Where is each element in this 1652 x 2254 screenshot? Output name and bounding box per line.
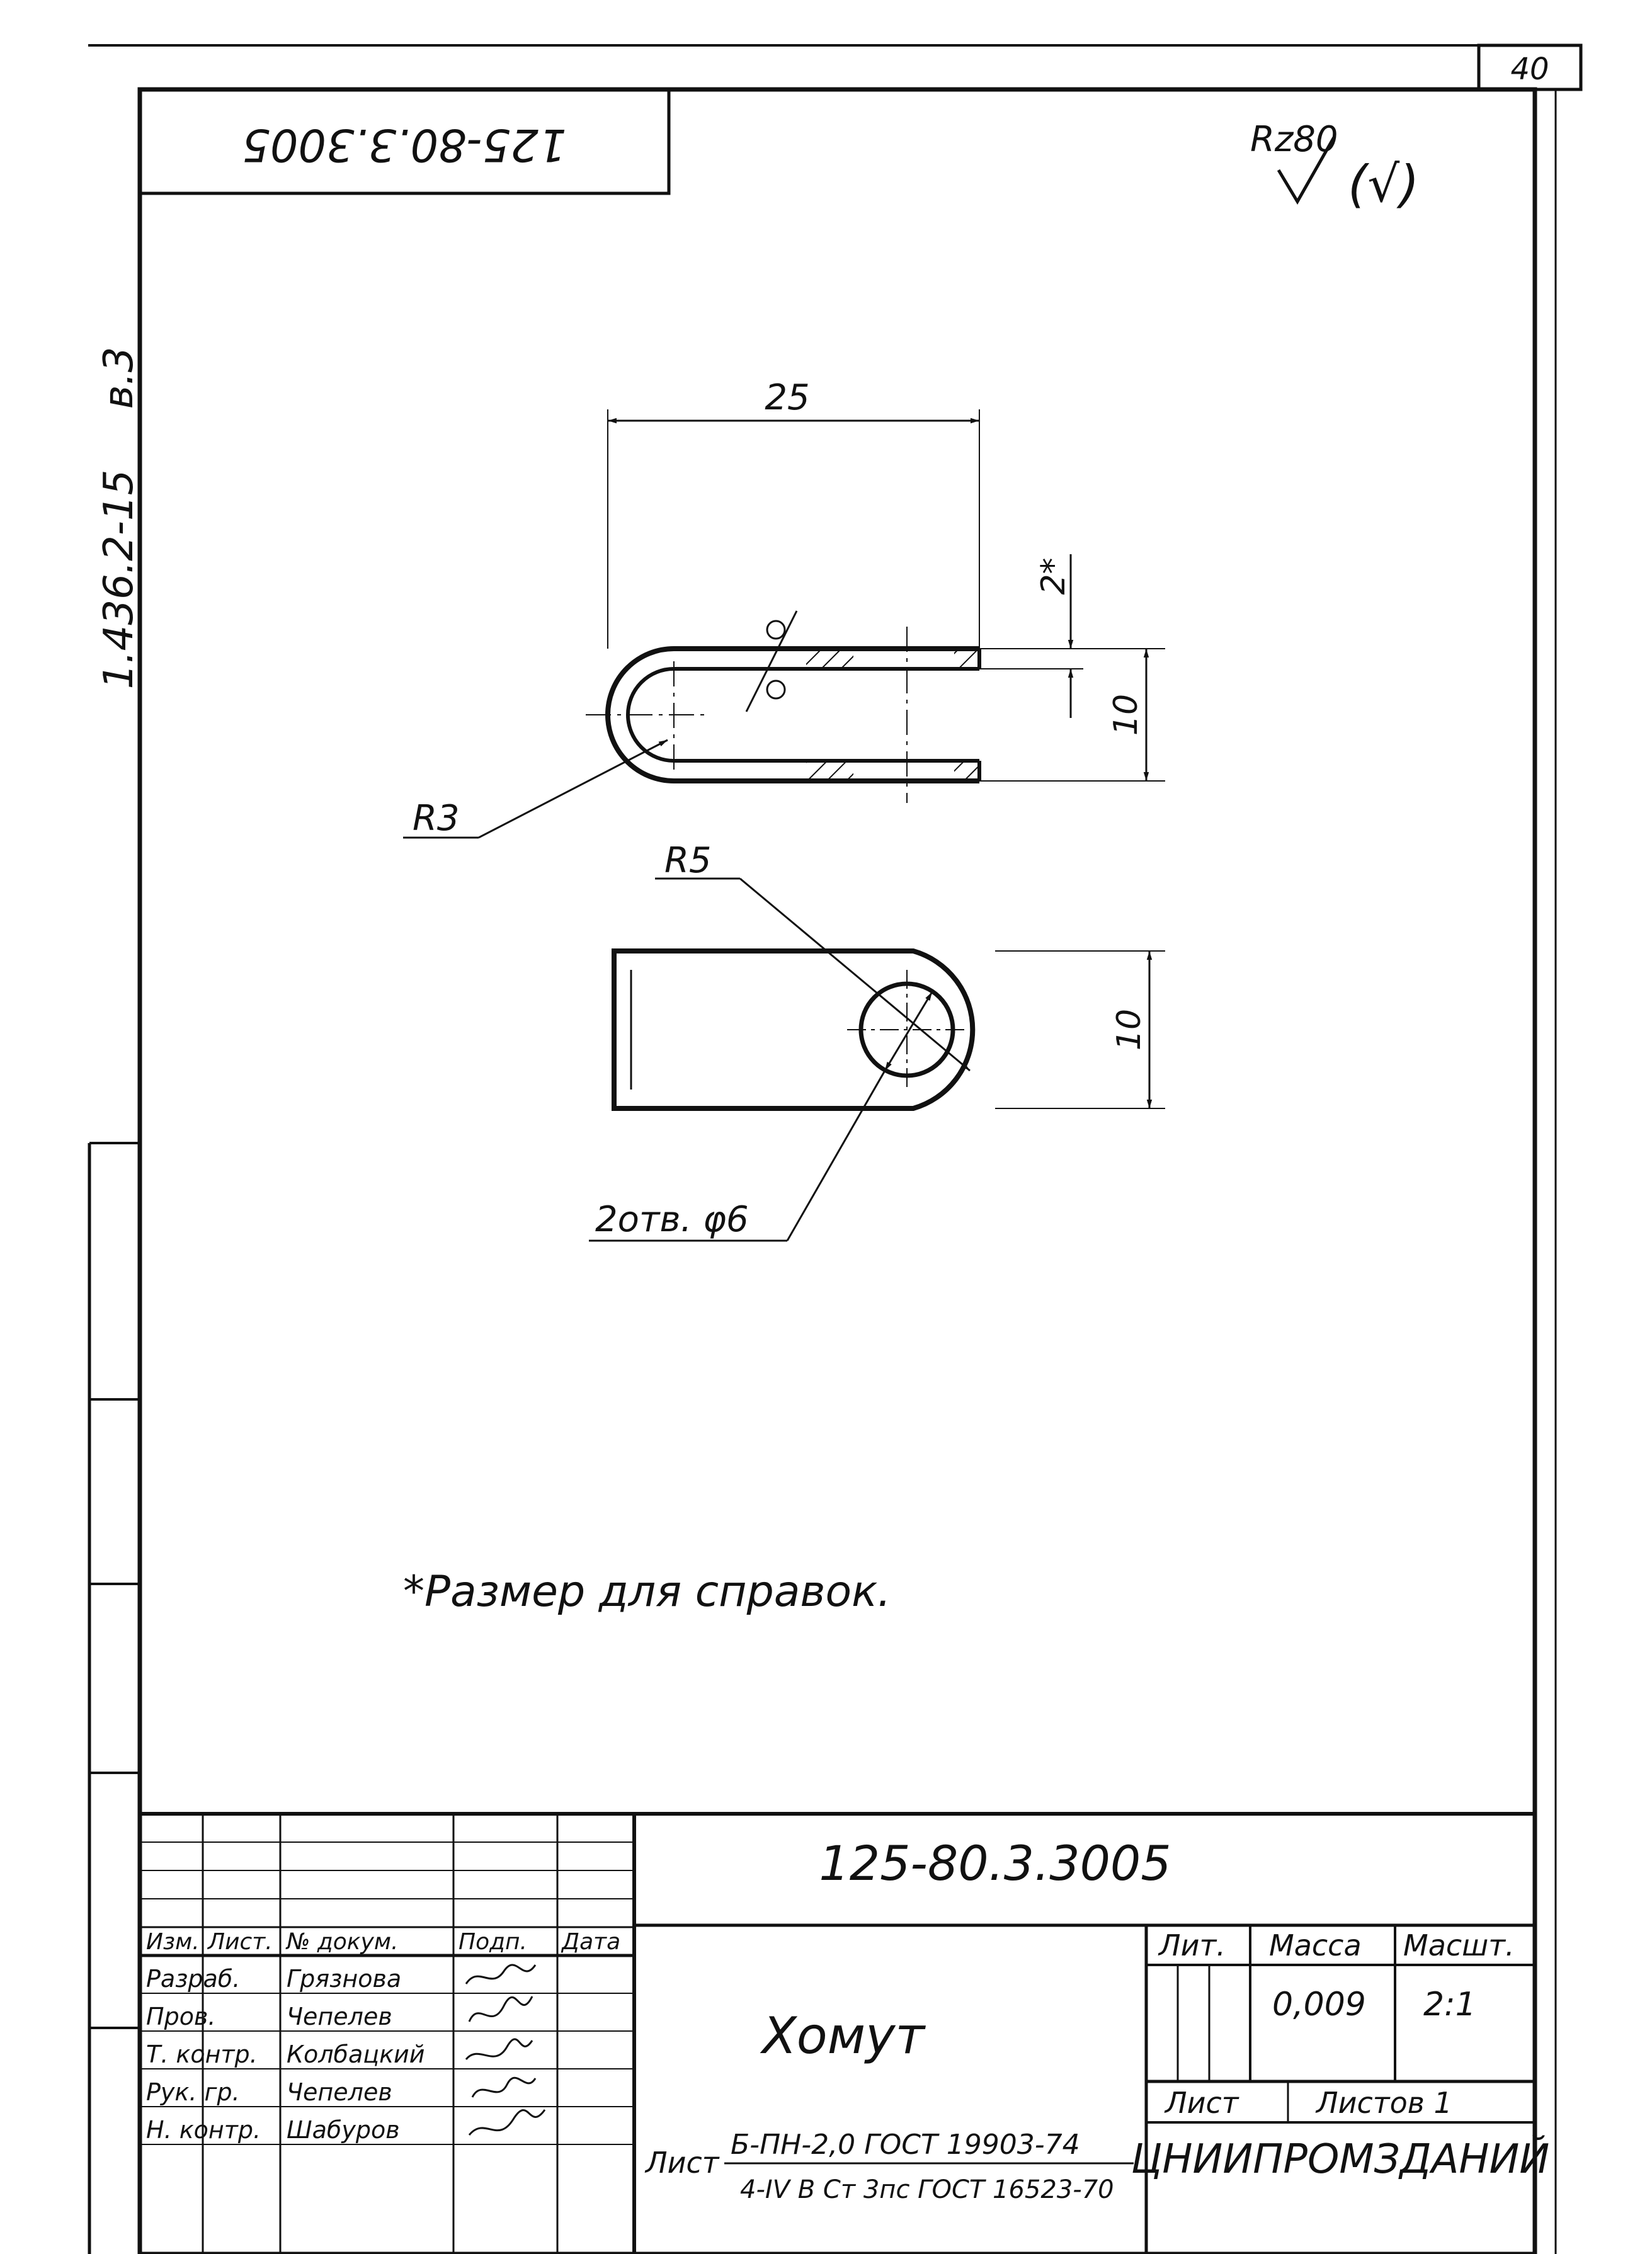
role-norm-control: Н. контр.: [146, 2116, 261, 2144]
person-tech-control: Колбацкий: [287, 2041, 424, 2068]
svg-text:10: 10: [1107, 694, 1145, 736]
weld-hatch-bottom-end: [954, 761, 979, 781]
dim-radius-bend: R3: [413, 798, 460, 839]
sheet-number: 40: [1510, 52, 1549, 87]
mass-value: 0,009: [1272, 1986, 1366, 2023]
r3-leader: [478, 739, 668, 839]
product-name: Хомут: [760, 2006, 926, 2065]
roughness-mark: Rz80 (√): [1250, 119, 1419, 213]
title-doc-code: 125-80.3.3005: [819, 1835, 1171, 1891]
left-stamp-strip: [88, 1142, 140, 2254]
rotated-code-box: [138, 88, 671, 195]
title-block: 125-80.3.3005 Изм. Лист. № докум. Подп. …: [140, 1812, 1550, 2254]
clamp-top-view: R3: [403, 610, 981, 839]
person-norm-control: Шабуров: [287, 2116, 400, 2144]
person-checker: Чепелев: [287, 2003, 392, 2030]
scale-label: Масшт.: [1403, 1928, 1515, 1962]
drawing-frame: [137, 87, 1537, 2254]
hole-diameter-arrow: [884, 991, 933, 1071]
plate-contour: [612, 948, 976, 1111]
sheet-label: Лист: [1164, 2086, 1239, 2120]
weld-circle-icon: [766, 620, 786, 640]
rotated-code: 125-80.3.3005: [242, 119, 566, 171]
material-line-1: Б-ПН-2,0 ГОСТ 19903-74: [731, 2129, 1080, 2161]
organization: ЦНИИПРОМЗДАНИЙ: [1131, 2135, 1550, 2183]
header-list: Лист.: [207, 1929, 273, 1955]
weld-leader: [745, 610, 798, 712]
role-checker: Пров.: [146, 2003, 215, 2030]
side-series-code: 1.436.2-15: [96, 470, 142, 690]
clamp-side-view: R5 2отв. φ6: [589, 840, 976, 1242]
signatures: [465, 1964, 546, 2136]
dimension-height-bottom: 10: [995, 950, 1165, 1109]
dimension-width: 25: [607, 377, 980, 649]
reference-note: *Размер для справок.: [403, 1567, 891, 1617]
roughness-check-icon: [1277, 136, 1336, 205]
r5-leader: [739, 877, 971, 1072]
side-issue: в.3: [96, 347, 142, 409]
weld-hatch-top: [806, 649, 853, 669]
roughness-bracket: (√): [1348, 155, 1419, 213]
lit-label: Лит.: [1158, 1928, 1226, 1962]
weld-hatch-bottom: [806, 761, 853, 781]
dimension-thickness: 2*: [979, 554, 1165, 718]
header-izm: Изм.: [146, 1929, 200, 1955]
weld-circle-icon: [766, 680, 786, 700]
scale-value: 2:1: [1423, 1986, 1476, 2023]
material-line-2: 4-IV В Ст 3пс ГОСТ 16523-70: [740, 2175, 1114, 2204]
header-doc-no: № докум.: [285, 1929, 398, 1955]
mass-label: Масса: [1269, 1928, 1362, 1962]
svg-text:2*: 2*: [1035, 557, 1073, 595]
person-developer: Грязнова: [287, 1965, 401, 1993]
role-tech-control: Т. контр.: [146, 2041, 258, 2068]
header-sign: Подп.: [459, 1929, 527, 1955]
svg-text:10: 10: [1110, 1009, 1148, 1050]
sheets-label: Листов 1: [1315, 2086, 1452, 2120]
person-group-lead: Чепелев: [287, 2078, 392, 2106]
dim-radius-end: R5: [664, 840, 712, 881]
role-developer: Разраб.: [146, 1965, 240, 1993]
holes-leader: [786, 1070, 886, 1241]
role-group-lead: Рук. гр.: [146, 2078, 240, 2106]
material-prefix: Лист: [644, 2146, 720, 2180]
svg-text:25: 25: [765, 377, 809, 418]
header-date: Дата: [561, 1929, 620, 1955]
weld-hatch-top-end: [954, 649, 979, 669]
dim-holes: 2отв. φ6: [595, 1199, 749, 1240]
dimension-height-top: 10: [979, 649, 1165, 782]
